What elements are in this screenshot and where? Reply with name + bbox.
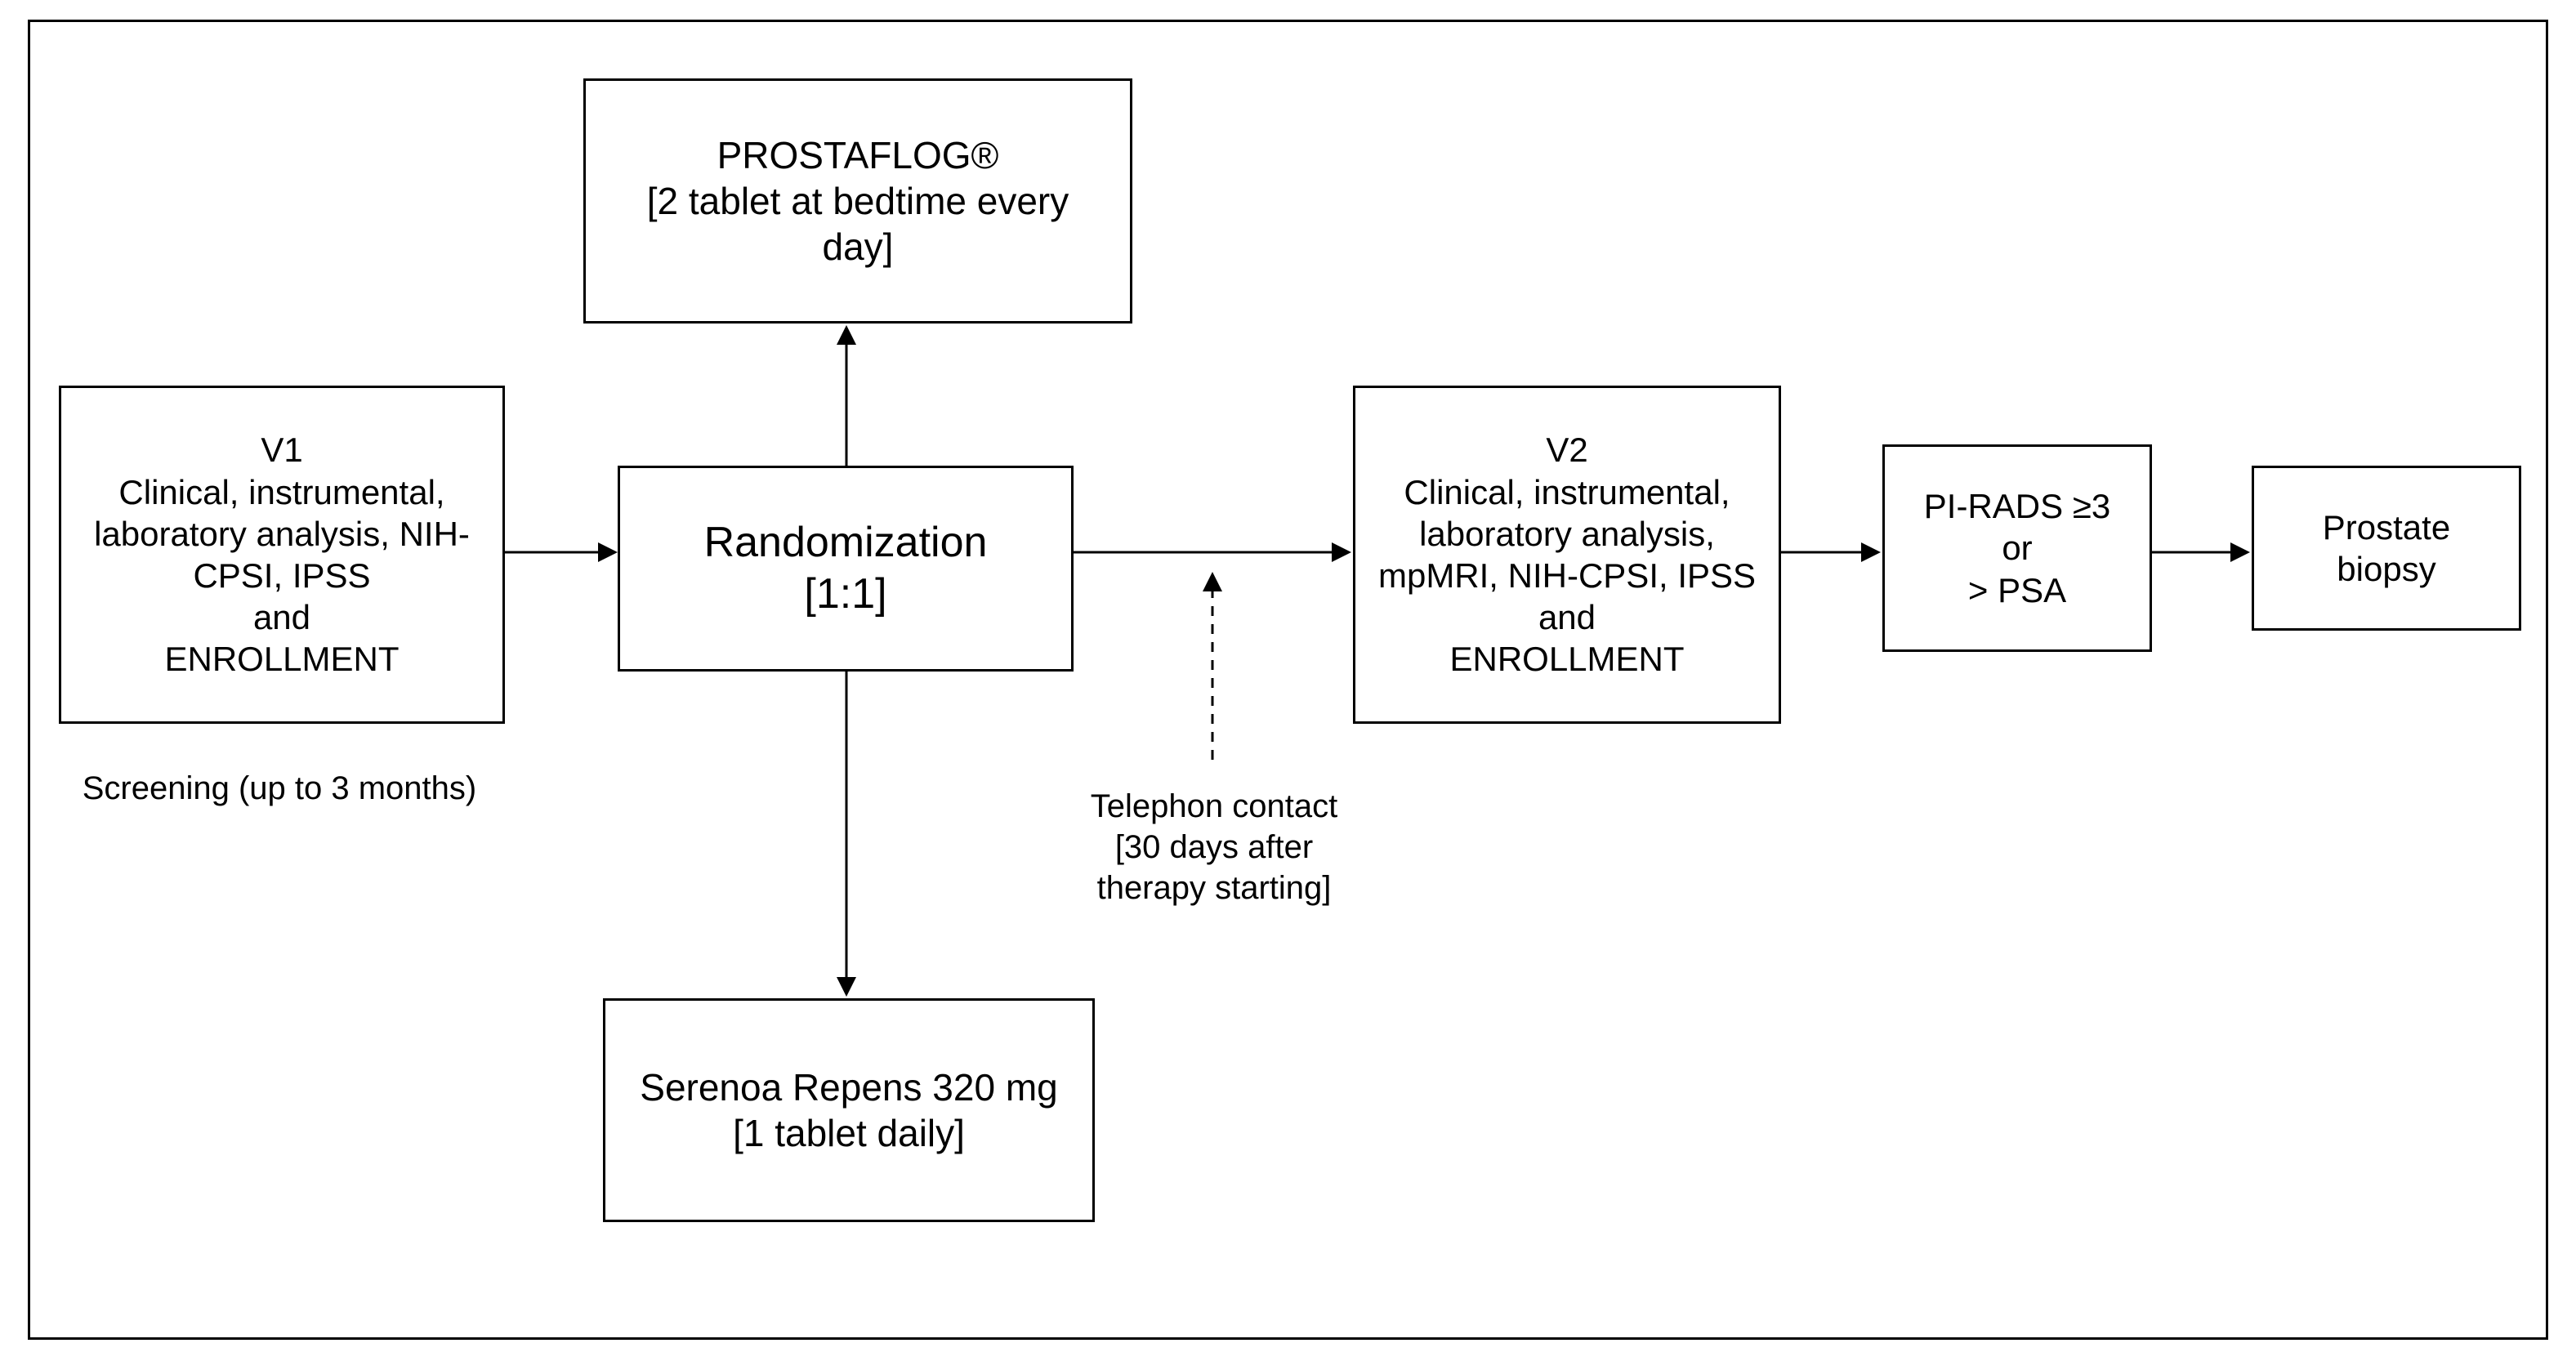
prostaflog-box: PROSTAFLOG® [2 tablet at bedtime every d…: [583, 78, 1132, 324]
serenoa-line-2: [1 tablet daily]: [733, 1112, 965, 1154]
arrow-pirads-to-biopsy: [2152, 542, 2250, 562]
telephone-contact-note: Telephon contact [30 days after therapy …: [1042, 786, 1386, 908]
serenoa-box: Serenoa Repens 320 mg [1 tablet daily]: [603, 998, 1095, 1222]
v1-line-3: laboratory analysis, NIH-: [94, 514, 470, 553]
telephone-line-1: Telephon contact: [1090, 788, 1338, 824]
randomization-box: Randomization [1:1]: [618, 466, 1074, 672]
v1-line-4: CPSI, IPSS: [193, 556, 371, 595]
v2-box: V2 Clinical, instrumental, laboratory an…: [1353, 386, 1781, 724]
randomization-line-2: [1:1]: [804, 570, 887, 618]
telephone-line-3: therapy starting]: [1096, 870, 1332, 906]
v2-line-2: Clinical, instrumental,: [1404, 472, 1730, 511]
screening-note: Screening (up to 3 months): [82, 770, 477, 806]
randomization-line-1: Randomization: [703, 518, 988, 566]
pirads-line-2: or: [2002, 529, 2033, 568]
v2-line-4: mpMRI, NIH-CPSI, IPSS: [1377, 556, 1757, 595]
arrow-v1-to-randomization: [505, 542, 618, 562]
prostaflog-line-1: PROSTAFLOG®: [717, 133, 999, 176]
v1-box: V1 Clinical, instrumental, laboratory an…: [59, 386, 505, 724]
v1-line-1: V1: [261, 431, 303, 470]
prostaflog-line-3: day]: [822, 225, 894, 269]
arrow-randomization-to-prostaflog: [837, 325, 856, 466]
arrow-v2-to-pirads: [1781, 542, 1881, 562]
v2-line-3: laboratory analysis,: [1419, 514, 1715, 553]
pirads-line-3: > PSA: [1967, 570, 2067, 609]
arrow-randomization-to-v2: [1074, 542, 1351, 562]
diagram-frame: [28, 20, 2548, 1340]
arrow-randomization-to-serenoa: [837, 672, 856, 997]
pirads-line-1: PI-RADS ≥3: [1923, 487, 2111, 526]
serenoa-line-1: Serenoa Repens 320 mg: [640, 1065, 1058, 1109]
telephone-line-2: [30 days after: [1114, 829, 1314, 865]
v2-line-1: V2: [1546, 431, 1588, 470]
v2-line-5: and: [1538, 598, 1596, 637]
biopsy-box: Prostate biopsy: [2252, 466, 2521, 631]
biopsy-line-1: Prostate: [2322, 507, 2451, 547]
pirads-box: PI-RADS ≥3 or > PSA: [1882, 444, 2152, 652]
v2-line-6: ENROLLMENT: [1449, 640, 1685, 679]
v1-line-5: and: [252, 598, 311, 637]
arrow-telephone-dashed: [1203, 572, 1222, 760]
prostaflog-line-2: [2 tablet at bedtime every: [646, 179, 1069, 222]
v1-line-6: ENROLLMENT: [164, 640, 400, 679]
v1-line-2: Clinical, instrumental,: [118, 472, 445, 511]
biopsy-line-2: biopsy: [2337, 550, 2436, 588]
